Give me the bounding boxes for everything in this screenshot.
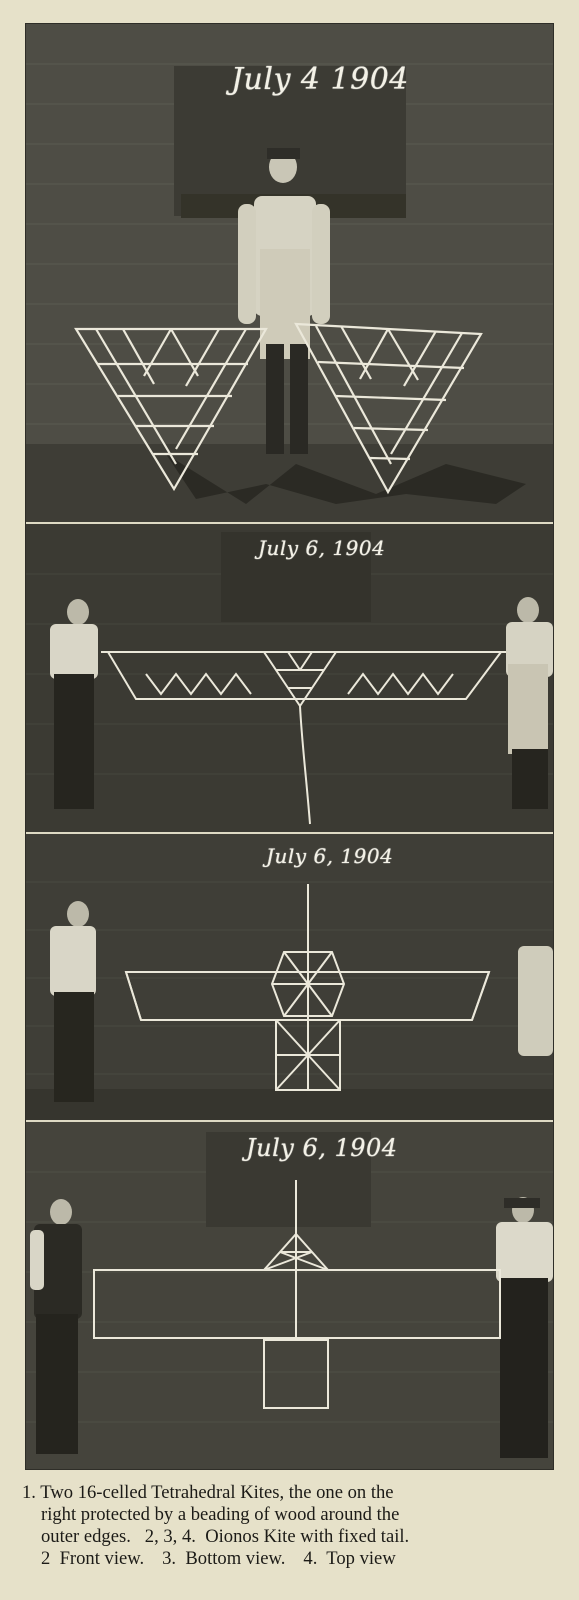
person-right-photo-2 [506,597,553,809]
photo-panel-3-bottom-view: July 6, 1904 [26,834,553,1122]
photo-2-illustration [26,524,553,832]
person-left-photo-4 [30,1199,82,1454]
caption-line-3: outer edges. 2, 3, 4. Oionos Kite with f… [41,1526,410,1547]
photo-plate: July 4 1904 [25,23,554,1470]
caption-line-4: 2 Front view. 3. Bottom view. 4. Top view [22,1548,556,1570]
tetrahedral-kite-left [74,327,268,492]
photo-1-date: July 4 1904 [231,62,409,97]
caption-top-view: 4. Top view [303,1548,396,1569]
person-right-photo-3 [518,946,553,1056]
photo-3-illustration [26,834,553,1120]
photo-panel-2-front-view: July 6, 1904 [26,524,553,834]
person-left-photo-2 [50,599,98,809]
photo-4-illustration [26,1122,553,1469]
photo-panel-1-tetrahedral-kites: July 4 1904 [26,24,553,524]
photo-3-date: July 6, 1904 [266,844,394,868]
figure-caption: 1. Two 16-celled Tetrahedral Kites, the … [22,1482,556,1570]
photo-1-illustration [26,24,553,522]
person-left-photo-3 [50,901,96,1102]
oionos-kite-top [93,1180,501,1409]
person-right-photo-4 [496,1197,553,1458]
photo-4-date: July 6, 1904 [246,1134,398,1162]
person-photo-1 [238,148,330,454]
photo-panel-4-top-view: July 6, 1904 [26,1122,553,1469]
tetrahedral-kite-right [294,322,483,495]
caption-bottom-view: 3. Bottom view. [162,1548,286,1569]
oionos-kite-front [101,651,506,825]
caption-line-2: right protected by a beading of wood aro… [41,1504,400,1525]
photo-2-date: July 6, 1904 [258,536,386,560]
oionos-kite-bottom [124,884,491,1091]
caption-front-view: 2 Front view. [41,1548,145,1569]
caption-line-1: 1. Two 16-celled Tetrahedral Kites, the … [22,1482,394,1503]
